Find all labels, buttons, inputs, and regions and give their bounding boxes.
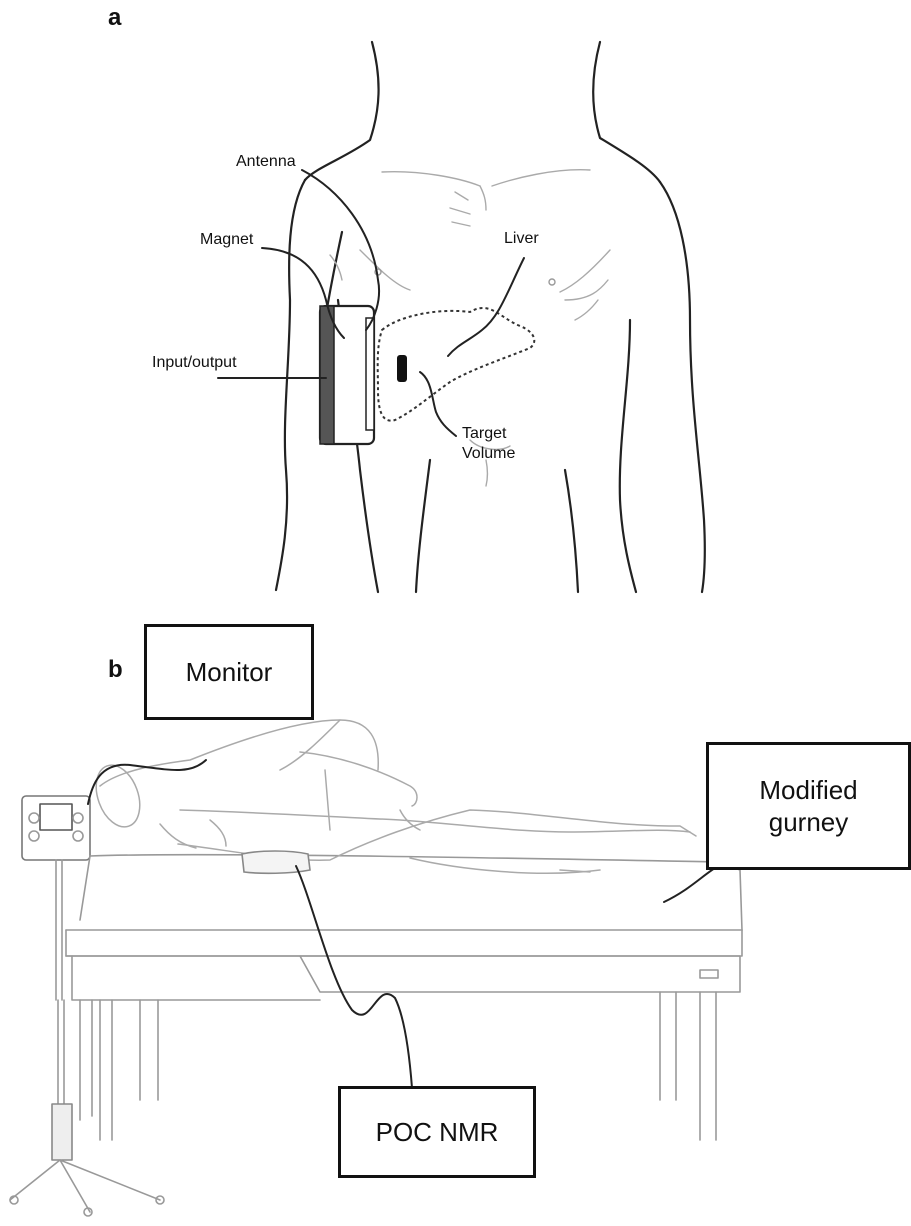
label-target-volume-line1: Target <box>462 424 506 443</box>
torso-illustration <box>0 0 911 600</box>
label-poc-nmr: POC NMR <box>338 1086 536 1178</box>
label-antenna: Antenna <box>236 152 296 171</box>
monitor-stand <box>10 796 164 1216</box>
left-waist <box>416 460 430 592</box>
label-modified-gurney: Modified gurney <box>706 742 911 870</box>
patient-figure <box>88 720 696 873</box>
left-shoulder-arm-outer <box>276 180 305 590</box>
nipple-right-icon <box>549 279 555 285</box>
label-monitor: Monitor <box>144 624 314 720</box>
neck-right <box>593 42 660 182</box>
label-input-output: Input/output <box>152 353 237 372</box>
right-waist <box>565 470 578 592</box>
poc-nmr-device <box>242 851 310 873</box>
label-magnet: Magnet <box>200 230 253 249</box>
label-modified-gurney-line1: Modified <box>759 774 857 806</box>
right-shoulder-arm-outer <box>660 182 705 592</box>
label-target-volume-line2: Volume <box>462 444 515 463</box>
panel-a-torso-diagram: a <box>0 0 911 600</box>
poc-nmr-leader <box>296 866 412 1088</box>
magnet-device <box>320 306 374 444</box>
label-liver: Liver <box>504 229 539 248</box>
right-inner-arm <box>620 320 636 592</box>
neck-left <box>305 42 379 180</box>
target-volume-leader <box>420 372 456 436</box>
target-volume-marker <box>397 355 407 382</box>
label-modified-gurney-line2: gurney <box>769 806 849 838</box>
panel-b-gurney-diagram: b <box>0 600 911 1226</box>
liver-leader <box>448 258 524 356</box>
